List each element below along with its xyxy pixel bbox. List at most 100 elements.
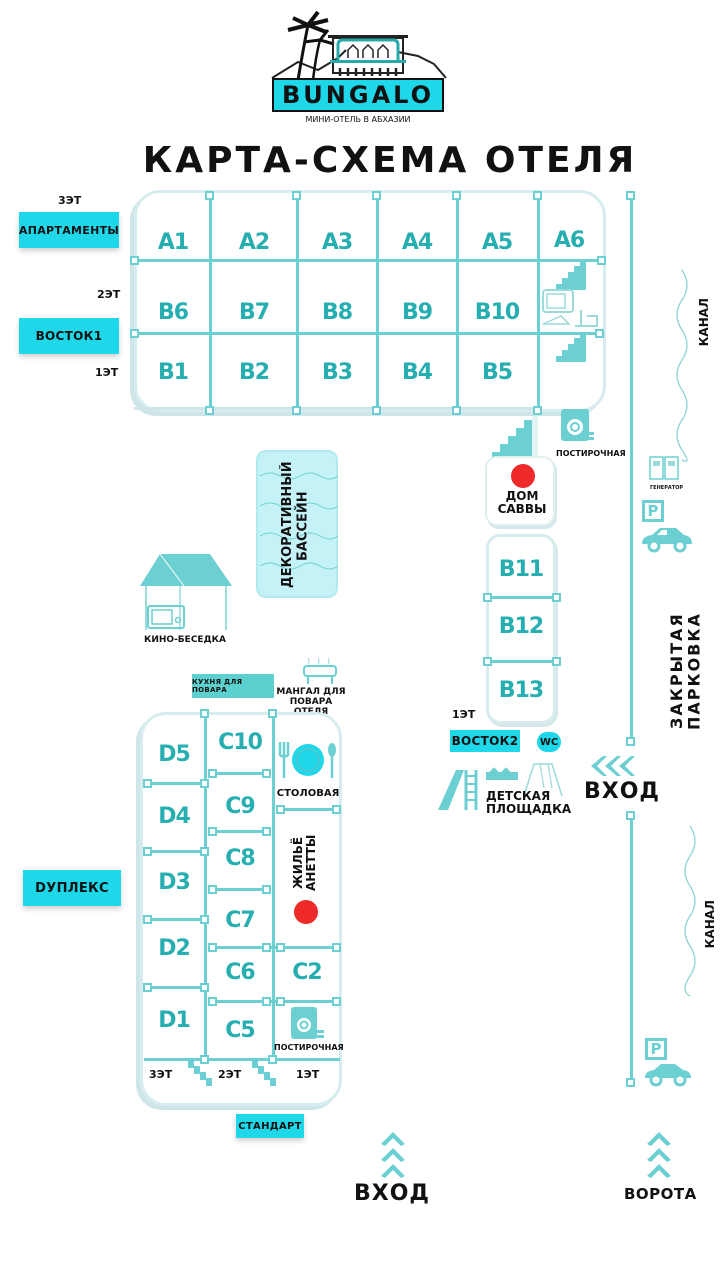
room-a6[interactable]: A6 bbox=[553, 227, 585, 253]
grid-node bbox=[276, 943, 285, 952]
room-a4[interactable]: A4 bbox=[401, 229, 433, 255]
grid-line bbox=[209, 194, 212, 410]
east2-tag[interactable]: ВОСТОК2 bbox=[450, 730, 520, 752]
room-b4[interactable]: B4 bbox=[401, 359, 433, 385]
room-b8[interactable]: B8 bbox=[321, 299, 353, 325]
grid-node bbox=[595, 329, 604, 338]
room-b6[interactable]: B6 bbox=[157, 299, 189, 325]
grid-node bbox=[372, 191, 381, 200]
grid-line bbox=[134, 332, 602, 335]
room-b2[interactable]: B2 bbox=[238, 359, 270, 385]
grid-node bbox=[268, 709, 277, 718]
grid-node bbox=[143, 847, 152, 856]
canal-wave-icon bbox=[676, 269, 688, 462]
room-b12[interactable]: B12 bbox=[498, 613, 544, 639]
grid-line bbox=[296, 194, 299, 410]
room-a2[interactable]: A2 bbox=[238, 229, 270, 255]
room-d5[interactable]: D5 bbox=[158, 741, 191, 767]
laundry-icon bbox=[561, 409, 594, 441]
room-a3[interactable]: A3 bbox=[321, 229, 353, 255]
room-a1[interactable]: A1 bbox=[157, 229, 189, 255]
playground-icon bbox=[438, 763, 563, 810]
generator-icon bbox=[649, 456, 679, 480]
marker-dot bbox=[294, 900, 318, 924]
side-entrance-label[interactable]: ВХОД bbox=[584, 779, 661, 804]
apartments-tag[interactable]: АПАРТАМЕНТЫ bbox=[19, 212, 119, 248]
room-a5[interactable]: A5 bbox=[481, 229, 513, 255]
floor-label-2: 2ЭТ bbox=[97, 288, 121, 301]
main-entrance-label[interactable]: ВХОД bbox=[354, 1181, 431, 1206]
grid-node bbox=[130, 329, 139, 338]
room-c6[interactable]: C6 bbox=[225, 959, 255, 985]
room-b11[interactable]: B11 bbox=[498, 556, 544, 582]
grid-node bbox=[483, 593, 492, 602]
floor-label-1: 1ЭТ bbox=[296, 1068, 320, 1081]
grid-node bbox=[332, 805, 341, 814]
stairs-icon bbox=[556, 334, 586, 362]
dining-label[interactable]: СТОЛОВАЯ bbox=[276, 788, 340, 799]
car-icon bbox=[645, 1064, 691, 1087]
grill-label: МАНГАЛ ДЛЯ ПОВАРА ОТЕЛЯ bbox=[276, 687, 346, 717]
room-c2[interactable]: C2 bbox=[292, 959, 322, 985]
canal-wave-icon bbox=[684, 825, 696, 997]
duplex-tag[interactable]: DУПЛЕКС bbox=[23, 870, 121, 906]
grid-line bbox=[146, 918, 204, 921]
grid-node bbox=[268, 1055, 277, 1064]
grid-node bbox=[143, 915, 152, 924]
cinema-gazebo-icon[interactable] bbox=[140, 550, 232, 630]
room-c9[interactable]: C9 bbox=[225, 793, 255, 819]
east1-tag[interactable]: ВОСТОК1 bbox=[19, 318, 119, 354]
room-b13[interactable]: B13 bbox=[498, 677, 544, 703]
grid-node bbox=[332, 943, 341, 952]
room-b9[interactable]: B9 bbox=[401, 299, 433, 325]
room-c5[interactable]: C5 bbox=[225, 1017, 255, 1043]
grid-node bbox=[200, 847, 209, 856]
grid-node bbox=[552, 593, 561, 602]
room-c7[interactable]: C7 bbox=[225, 907, 255, 933]
grid-line bbox=[208, 830, 270, 833]
room-b1[interactable]: B1 bbox=[157, 359, 189, 385]
grid-node bbox=[200, 915, 209, 924]
room-b3[interactable]: B3 bbox=[321, 359, 353, 385]
grid-line bbox=[146, 986, 204, 989]
grid-line bbox=[537, 194, 540, 410]
grid-node bbox=[452, 406, 461, 415]
arrows-up-icon bbox=[647, 1132, 671, 1178]
room-d1[interactable]: D1 bbox=[158, 1007, 191, 1033]
arrows-up-icon bbox=[381, 1132, 405, 1178]
room-d3[interactable]: D3 bbox=[158, 869, 191, 895]
room-c10[interactable]: C10 bbox=[218, 729, 263, 755]
grid-line bbox=[204, 714, 207, 1062]
room-d4[interactable]: D4 bbox=[158, 803, 191, 829]
grid-line bbox=[208, 1000, 338, 1003]
road-node bbox=[626, 191, 635, 200]
room-b7[interactable]: B7 bbox=[238, 299, 270, 325]
room-d2[interactable]: D2 bbox=[158, 935, 191, 961]
grid-node bbox=[483, 657, 492, 666]
grid-line bbox=[146, 782, 204, 785]
road-line bbox=[630, 196, 633, 742]
decorative-pool[interactable]: ДЕКОРАТИВНЫЙ БАССЕЙН bbox=[256, 450, 339, 598]
savva-house[interactable]: ДОМ САВВЫ bbox=[485, 456, 555, 526]
wc-badge[interactable]: WC bbox=[537, 732, 561, 752]
grid-line bbox=[488, 596, 556, 599]
grid-node bbox=[276, 997, 285, 1006]
road-line bbox=[630, 816, 633, 1084]
kitchen-tag[interactable]: КУХНЯ ДЛЯ ПОВАРА bbox=[192, 674, 274, 698]
grid-line bbox=[208, 772, 270, 775]
standard-tag[interactable]: СТАНДАРТ bbox=[236, 1114, 304, 1138]
grid-line bbox=[144, 1058, 340, 1061]
logo-subtitle: МИНИ-ОТЕЛЬ В АБХАЗИИ bbox=[305, 115, 411, 124]
grid-node bbox=[143, 779, 152, 788]
gate-label[interactable]: ВОРОТА bbox=[624, 1185, 697, 1203]
canal-label: КАНАЛ bbox=[697, 298, 711, 347]
grid-node bbox=[205, 406, 214, 415]
room-b5[interactable]: B5 bbox=[481, 359, 513, 385]
anetta-label[interactable]: ЖИЛЬЁ АНЕТТЫ bbox=[291, 834, 319, 892]
grid-node bbox=[200, 709, 209, 718]
cinema-label: КИНО-БЕСЕДКА bbox=[144, 635, 226, 645]
marker-dot bbox=[511, 464, 535, 488]
room-b10[interactable]: B10 bbox=[474, 299, 520, 325]
room-c8[interactable]: C8 bbox=[225, 845, 255, 871]
grid-node bbox=[262, 885, 271, 894]
